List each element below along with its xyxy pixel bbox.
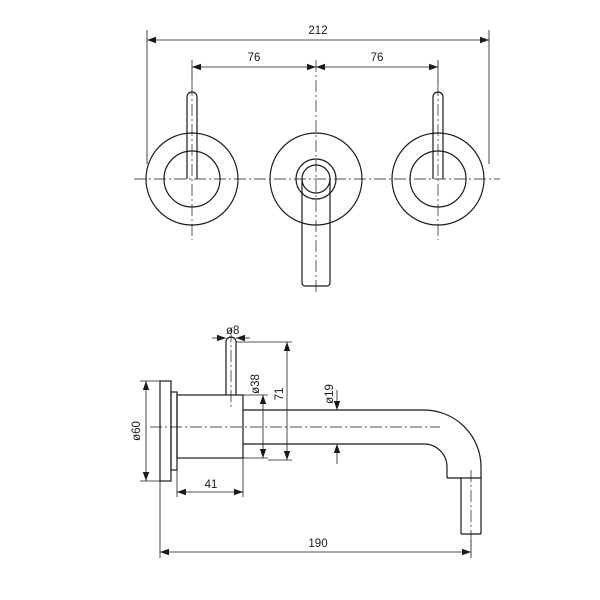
dimension-overall-width-label: 212 (308, 25, 327, 37)
front-view: 212 76 76 (134, 25, 500, 292)
wall-plate-front (159, 380, 172, 482)
side-view: ø8 ø38 71 ø19 ø60 (131, 325, 482, 558)
spout-pipe-outer (243, 409, 482, 534)
dimension-plate-diameter: ø60 (131, 380, 160, 482)
valve-body (176, 394, 244, 459)
dimension-body-depth: 41 (176, 458, 244, 497)
left-handle (145, 84, 239, 240)
spout-inner-ring (295, 158, 337, 200)
dimension-spout-diameter: ø19 (324, 384, 341, 464)
dimension-stem-diameter: ø8 (212, 325, 250, 342)
spout-flange-front (269, 60, 363, 292)
dimension-spout-reach: 190 (159, 481, 472, 558)
right-handle (391, 84, 485, 240)
dimension-overall-width: 212 (146, 25, 490, 164)
dimension-spout-diameter-label: ø19 (324, 384, 336, 404)
dimension-plate-diameter-label: ø60 (131, 421, 143, 441)
dimension-right-spacing-label: 76 (371, 52, 384, 64)
dimension-body-diameter: ø38 (243, 374, 268, 459)
wall-plate-step (170, 391, 178, 471)
dimension-body-diameter-label: ø38 (250, 374, 262, 394)
wall-plate (159, 380, 178, 482)
dimension-lever-height-label: 71 (274, 388, 286, 401)
dimension-handle-spacing: 76 76 (191, 52, 439, 84)
dimension-body-depth-label: 41 (205, 479, 218, 491)
spout-pipe-inner (243, 443, 448, 478)
dimension-stem-diameter-label: ø8 (226, 325, 239, 337)
dimension-lever-height: 71 (236, 341, 292, 461)
dimension-spout-reach-label: 190 (308, 538, 327, 550)
dimension-left-spacing-label: 76 (248, 52, 261, 64)
